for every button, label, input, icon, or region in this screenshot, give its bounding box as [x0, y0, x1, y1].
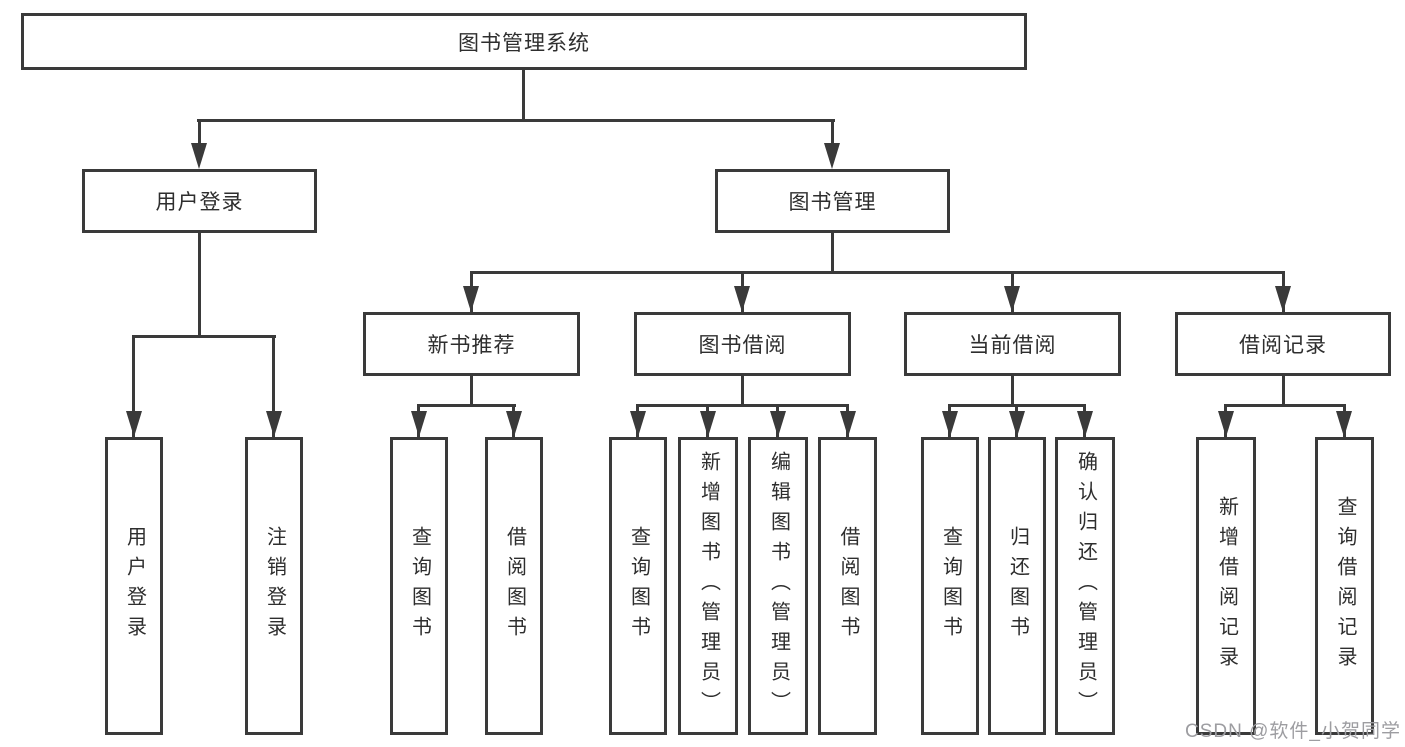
leaf-logout: 注销登录	[245, 437, 303, 735]
leaf-return-book: 归还图书	[988, 437, 1046, 735]
leaf-add-borrow-record-label: 新增借阅记录	[1215, 496, 1238, 676]
arrowhead-return-book	[1009, 411, 1025, 437]
arrowhead-book-management	[824, 143, 840, 169]
connector-userlogin-drop-1	[132, 335, 135, 437]
node-book-borrow: 图书借阅	[634, 312, 851, 376]
arrowhead-current-query-book	[942, 411, 958, 437]
node-library-system: 图书管理系统	[21, 13, 1027, 70]
node-user-login: 用户登录	[82, 169, 317, 233]
arrowhead-borrow-records	[1275, 286, 1291, 312]
connector-current-stem	[1011, 376, 1014, 406]
arrowhead-new-book-recommend	[463, 286, 479, 312]
connector-root-drop-right	[831, 119, 834, 149]
leaf-current-query-book-label: 查询图书	[939, 526, 962, 646]
leaf-add-book-admin: 新增图书（管理员）	[678, 437, 738, 735]
csdn-watermark: CSDN @软件_小贺同学	[1185, 721, 1401, 742]
arrowhead-add-book-admin	[700, 411, 716, 437]
connector-root-rail	[197, 119, 835, 122]
leaf-return-book-label: 归还图书	[1006, 526, 1029, 646]
arrowhead-borrow-query-book	[630, 411, 646, 437]
arrowhead-user-login	[191, 143, 207, 169]
connector-userlogin-stem	[198, 233, 201, 337]
leaf-add-borrow-record: 新增借阅记录	[1196, 437, 1256, 735]
connector-borrow-stem	[741, 376, 744, 406]
connector-recommend-rail	[417, 404, 516, 407]
leaf-add-book-admin-label: 新增图书（管理员）	[697, 451, 720, 721]
leaf-logout-label: 注销登录	[263, 526, 286, 646]
connector-userlogin-drop-2	[272, 335, 275, 437]
arrowhead-add-borrow-record	[1218, 411, 1234, 437]
leaf-current-query-book: 查询图书	[921, 437, 979, 735]
connector-bookmgmt-stem	[831, 233, 834, 273]
leaf-user-login: 用户登录	[105, 437, 163, 735]
arrowhead-recommend-borrow-book	[506, 411, 522, 437]
node-book-management: 图书管理	[715, 169, 950, 233]
leaf-edit-book-admin: 编辑图书（管理员）	[748, 437, 808, 735]
leaf-confirm-return-admin-label: 确认归还（管理员）	[1074, 451, 1097, 721]
node-new-book-recommend: 新书推荐	[363, 312, 580, 376]
leaf-user-login-label: 用户登录	[123, 526, 146, 646]
connector-root-stem	[522, 70, 525, 122]
leaf-borrow-book: 借阅图书	[818, 437, 877, 735]
connector-borrow-rail	[636, 404, 849, 407]
arrowhead-confirm-return-admin	[1077, 411, 1093, 437]
leaf-recommend-borrow-book-label: 借阅图书	[503, 526, 526, 646]
leaf-query-borrow-record: 查询借阅记录	[1315, 437, 1374, 735]
arrowhead-current-borrow	[1004, 286, 1020, 312]
leaf-recommend-query-book-label: 查询图书	[408, 526, 431, 646]
leaf-edit-book-admin-label: 编辑图书（管理员）	[767, 451, 790, 721]
leaf-recommend-query-book: 查询图书	[390, 437, 448, 735]
leaf-confirm-return-admin: 确认归还（管理员）	[1055, 437, 1115, 735]
leaf-query-borrow-record-label: 查询借阅记录	[1334, 496, 1356, 676]
connector-records-rail	[1224, 404, 1346, 407]
leaf-borrow-query-book: 查询图书	[609, 437, 667, 735]
leaf-recommend-borrow-book: 借阅图书	[485, 437, 543, 735]
leaf-borrow-query-book-label: 查询图书	[627, 526, 650, 646]
arrowhead-borrow-book	[840, 411, 856, 437]
arrowhead-book-borrow	[734, 286, 750, 312]
connector-records-stem	[1282, 376, 1285, 406]
arrowhead-query-borrow-record	[1336, 411, 1352, 437]
connector-recommend-stem	[470, 376, 473, 406]
node-borrow-records: 借阅记录	[1175, 312, 1391, 376]
arrowhead-edit-book-admin	[770, 411, 786, 437]
arrowhead-leaf-user-login	[126, 411, 142, 437]
node-current-borrow: 当前借阅	[904, 312, 1121, 376]
arrowhead-recommend-query-book	[411, 411, 427, 437]
connector-bookmgmt-rail	[470, 271, 1284, 274]
arrowhead-leaf-logout	[266, 411, 282, 437]
connector-userlogin-rail	[132, 335, 276, 338]
leaf-borrow-book-label: 借阅图书	[837, 526, 859, 646]
connector-root-drop-left	[198, 119, 201, 149]
